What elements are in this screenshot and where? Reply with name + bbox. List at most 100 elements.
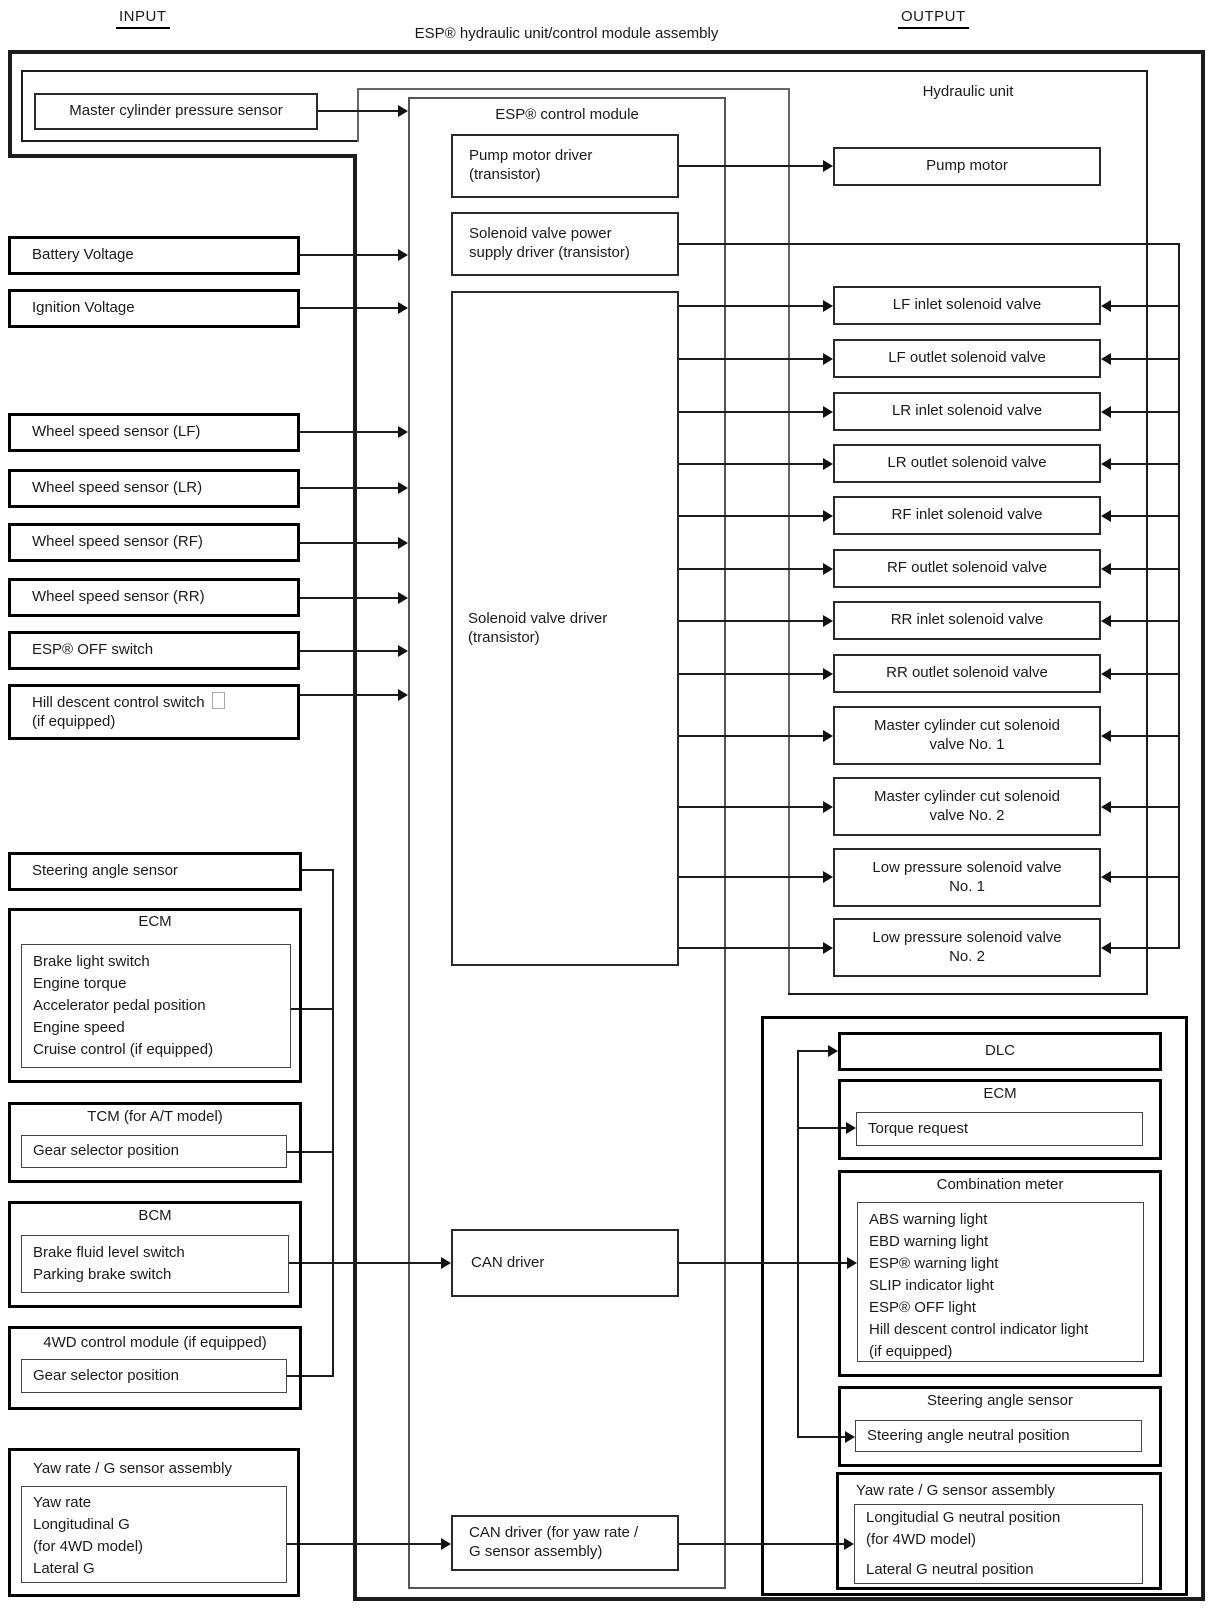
box-label-line: Solenoid valve driver	[468, 609, 608, 627]
input-wheel-speed-sensor-rf: Wheel speed sensor (RF)	[8, 523, 300, 562]
connector-line	[678, 620, 823, 622]
list-item: Gear selector position	[33, 1142, 179, 1159]
connector-line	[298, 694, 398, 696]
output-ecm-group	[838, 1079, 1162, 1160]
arrowhead	[1101, 801, 1111, 813]
valve-lr-inlet: LR inlet solenoid valve	[833, 392, 1101, 431]
input-bcm-title: BCM	[138, 1207, 172, 1224]
input-4wd-title: 4WD control module (if equipped)	[43, 1334, 267, 1351]
connector-line	[287, 1375, 334, 1377]
input-battery-voltage: Battery Voltage	[8, 236, 300, 275]
arrowhead	[398, 537, 408, 549]
input-tcm-group	[8, 1102, 302, 1183]
connector-line	[298, 307, 398, 309]
input-steering-angle-sensor: Steering angle sensor	[8, 852, 302, 891]
connector-line	[1111, 305, 1180, 307]
input-4wd-group	[8, 1326, 302, 1410]
connector-line	[298, 597, 398, 599]
connector-line	[678, 673, 823, 675]
connector-line	[678, 735, 823, 737]
box-label-line: supply driver (transistor)	[469, 244, 630, 261]
arrowhead	[398, 105, 408, 117]
frame-line	[357, 88, 790, 90]
list-item: Brake fluid level switch	[33, 1244, 185, 1261]
arrowhead	[1101, 406, 1111, 418]
pump-motor-driver-box: Pump motor driver (transistor)	[451, 134, 679, 198]
arrowhead	[845, 1431, 855, 1443]
input-wheel-speed-sensor-rr: Wheel speed sensor (RR)	[8, 578, 300, 617]
arrowhead	[1101, 353, 1111, 365]
hill-descent-label-line1: Hill descent control switch	[32, 692, 225, 713]
connector-line	[1111, 568, 1180, 570]
input-ignition-voltage: Ignition Voltage	[8, 289, 300, 328]
solenoid-valve-driver-box: Solenoid valve driver (transistor)	[451, 291, 679, 966]
connector-line	[298, 487, 398, 489]
list-item: (for 4WD model)	[866, 1531, 977, 1548]
list-item: Lateral G neutral position	[866, 1561, 1034, 1578]
connector-line	[797, 1050, 799, 1438]
valve-lf-inlet: LF inlet solenoid valve	[833, 286, 1101, 325]
input-ecm-signal-list: Brake light switch Engine torque Acceler…	[21, 944, 291, 1068]
valve-rr-outlet: RR outlet solenoid valve	[833, 654, 1101, 693]
connector-line	[678, 358, 823, 360]
list-item: SLIP indicator light	[869, 1277, 994, 1294]
output-combination-meter-group	[838, 1170, 1162, 1377]
box-label-line: CAN driver (for yaw rate /	[469, 1524, 639, 1542]
arrowhead	[1101, 668, 1111, 680]
frame-line	[21, 70, 23, 142]
arrowhead	[823, 563, 833, 575]
connector-line	[298, 254, 398, 256]
list-item: Hill descent control indicator light	[869, 1321, 1089, 1338]
arrowhead	[823, 458, 833, 470]
arrowhead	[823, 353, 833, 365]
valve-lr-outlet: LR outlet solenoid valve	[833, 444, 1101, 483]
can-output-region-container	[761, 1016, 1188, 1596]
connector-line	[291, 1008, 334, 1010]
connector-line	[678, 806, 823, 808]
list-item: Yaw rate	[33, 1494, 92, 1511]
list-item: Engine torque	[33, 975, 127, 992]
input-master-cylinder-pressure-sensor: Master cylinder pressure sensor	[34, 93, 318, 130]
box-label-line: (transistor)	[469, 166, 541, 183]
arrowhead	[846, 1122, 856, 1134]
arrowhead	[398, 302, 408, 314]
output-steering-angle-sensor-title: Steering angle sensor	[927, 1392, 1073, 1409]
valve-rr-inlet: RR inlet solenoid valve	[833, 601, 1101, 640]
connector-line	[797, 1127, 846, 1129]
output-ecm-signal-list: Torque request	[856, 1112, 1143, 1146]
output-yaw-rate-title: Yaw rate / G sensor assembly	[856, 1482, 1055, 1499]
solenoid-valve-power-supply-driver-box: Solenoid valve power supply driver (tran…	[451, 212, 679, 276]
frame-line	[357, 88, 359, 142]
input-yaw-rate-signal-list: Yaw rate Longitudinal G (for 4WD model) …	[21, 1486, 287, 1583]
list-item: Parking brake switch	[33, 1266, 172, 1283]
connector-line	[678, 165, 823, 167]
connector-line	[1111, 358, 1180, 360]
output-combination-meter-list: ABS warning light EBD warning light ESP®…	[857, 1202, 1144, 1362]
connector-line	[1111, 411, 1180, 413]
connector-line	[797, 1436, 845, 1438]
missing-glyph-box-icon	[211, 692, 225, 710]
connector-line	[317, 110, 398, 112]
arrowhead	[1101, 458, 1111, 470]
assembly-outline	[353, 1597, 1205, 1601]
input-hill-descent-control-switch: Hill descent control switch (if equipped…	[8, 684, 300, 740]
input-yaw-rate-group	[8, 1448, 300, 1597]
box-label-line: G sensor assembly)	[469, 1543, 603, 1560]
connector-line	[302, 869, 334, 871]
valve-master-cylinder-cut-1: Master cylinder cut solenoid valve No. 1	[833, 706, 1101, 765]
connector-line	[298, 650, 398, 652]
arrowhead	[823, 942, 833, 954]
frame-line	[21, 70, 1148, 72]
box-label-line: (transistor)	[468, 628, 540, 646]
list-item: ESP® OFF light	[869, 1299, 976, 1316]
connector-line	[332, 869, 334, 1377]
arrowhead	[398, 689, 408, 701]
list-item: Longitudinal G	[33, 1516, 130, 1533]
assembly-outline	[8, 50, 12, 158]
output-yaw-rate-list: Longitudial G neutral position (for 4WD …	[854, 1504, 1143, 1584]
input-esp-off-switch: ESP® OFF switch	[8, 631, 300, 670]
arrowhead	[1101, 510, 1111, 522]
pump-motor-box: Pump motor	[833, 147, 1101, 186]
arrowhead	[398, 645, 408, 657]
output-yaw-rate-group	[836, 1472, 1162, 1590]
